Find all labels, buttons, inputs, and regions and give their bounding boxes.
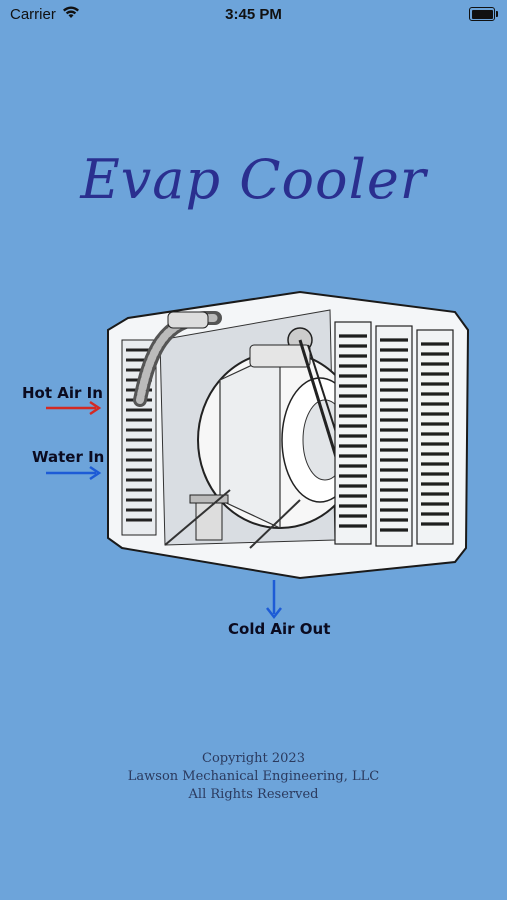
carrier-label: Carrier — [10, 6, 56, 23]
water-arrow-icon — [46, 465, 102, 481]
cold-air-out-label: Cold Air Out — [228, 620, 331, 638]
status-time: 3:45 PM — [225, 6, 282, 23]
rights-line: All Rights Reserved — [188, 787, 319, 802]
wifi-icon — [62, 5, 80, 24]
company-line: Lawson Mechanical Engineering, LLC — [127, 769, 380, 784]
hot-air-arrow-icon — [46, 400, 102, 416]
status-bar: Carrier 3:45 PM — [0, 0, 507, 28]
app-title: Evap Cooler — [80, 148, 427, 211]
copyright-block: Copyright 2023 Lawson Mechanical Enginee… — [0, 750, 507, 804]
water-in-label: Water In — [32, 448, 105, 466]
evap-cooler-illustration — [46, 290, 470, 620]
copyright-line: Copyright 2023 — [202, 751, 305, 766]
cold-air-arrow-icon — [266, 580, 282, 620]
hot-air-in-label: Hot Air In — [22, 384, 103, 402]
battery-icon — [469, 7, 498, 21]
